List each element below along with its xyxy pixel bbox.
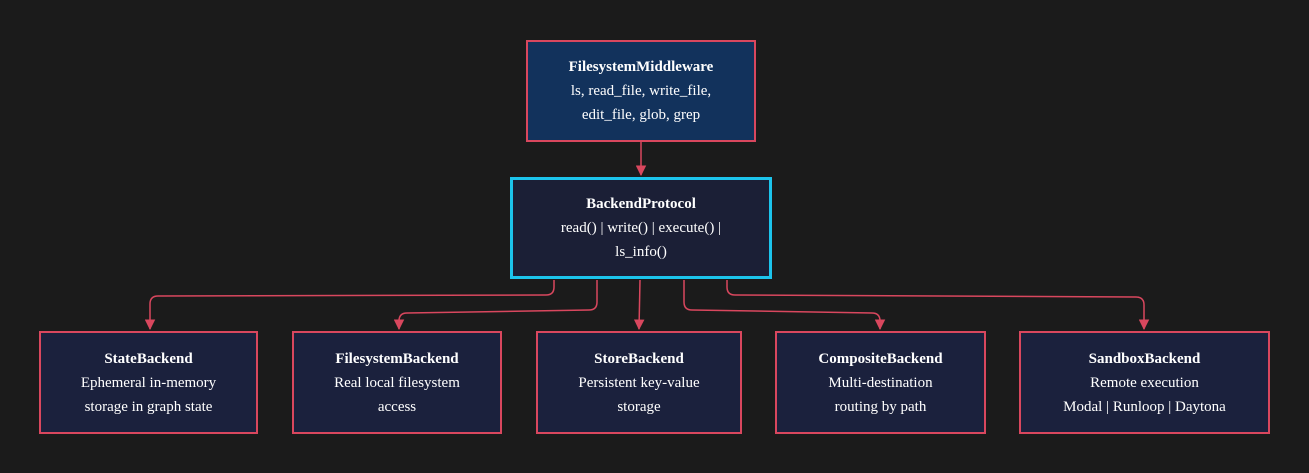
node-description: Modal | Runloop | Daytona [1063,398,1226,415]
state-backend-node: StateBackend Ephemeral in-memory storage… [39,331,258,434]
node-description: read() | write() | execute() | [560,220,722,236]
sandbox-backend-node: SandboxBackend Remote execution Modal | … [1019,331,1270,434]
node-title: FilesystemMiddleware [568,59,714,75]
edge-protocol-to-state [144,280,555,331]
node-title: BackendProtocol [586,196,696,212]
edge-protocol-to-store [633,279,645,331]
node-title: CompositeBackend [818,350,943,367]
node-description: ls, read_file, write_file, [570,83,712,99]
store-backend-node: StoreBackend Persistent key-value storag… [536,331,742,434]
edge-protocol-to-filesystem [393,280,598,331]
node-title: FilesystemBackend [335,350,459,367]
node-description: Ephemeral in-memory [80,374,217,391]
node-description: ls_info() [615,244,667,260]
backend-protocol-node: BackendProtocol read() | write() | execu… [510,177,772,279]
node-description: storage [617,398,661,415]
node-description: Multi-destination [828,374,933,391]
edge-protocol-to-sandbox [726,280,1150,331]
node-title: StateBackend [104,350,193,367]
node-description: edit_file, glob, grep [581,107,701,123]
node-description: storage in graph state [84,398,213,415]
node-description: Remote execution [1090,374,1199,391]
node-description: Persistent key-value [578,374,700,391]
filesystem-middleware-node: FilesystemMiddleware ls, read_file, writ… [526,40,756,142]
node-description: Real local filesystem [334,374,460,391]
node-title: SandboxBackend [1088,350,1201,367]
edge-protocol-to-composite [683,280,886,331]
filesystem-backend-node: FilesystemBackend Real local filesystem … [292,331,502,434]
node-title: StoreBackend [594,350,684,367]
node-description: routing by path [834,398,927,415]
node-description: access [377,398,417,415]
composite-backend-node: CompositeBackend Multi-destination routi… [775,331,986,434]
